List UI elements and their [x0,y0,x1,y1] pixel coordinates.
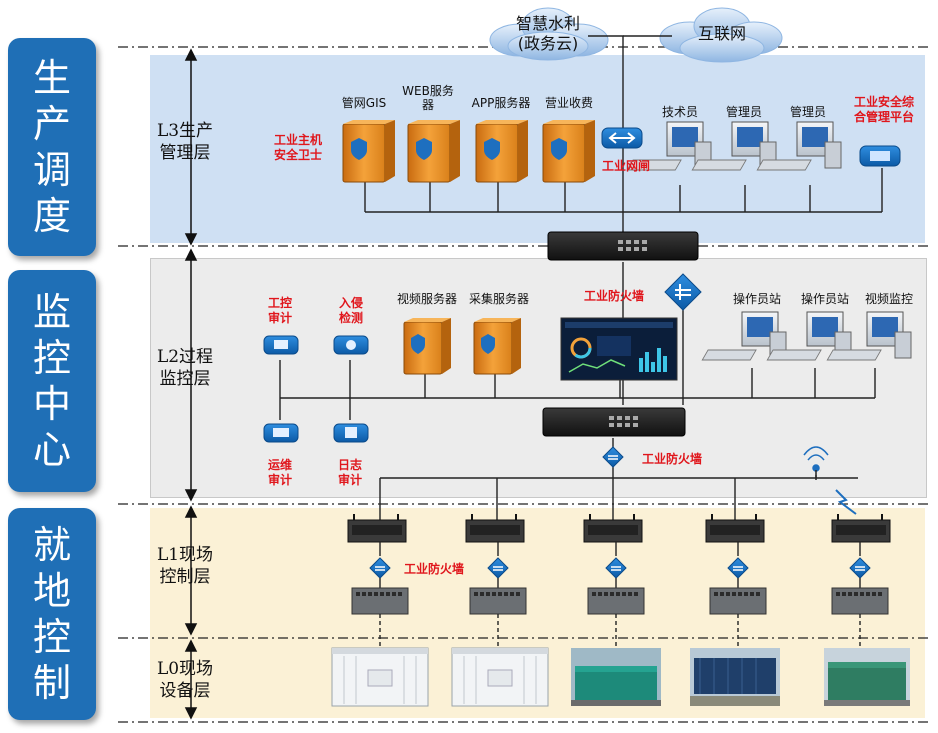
equipment-treatment-tank-2 [690,648,780,706]
cloud-internet [659,7,783,63]
workstation-label-tech: 技术员 [661,105,698,119]
server-label-app: APP服务器 [471,96,531,110]
access-switch-icon [542,407,686,437]
log-audit-label: 日志 审计 [337,458,362,487]
layer-label-l1: L1现场 控制层 [156,545,214,587]
gateway-icon [601,127,643,149]
cloud-internet-label: 互联网 [697,24,746,43]
gateway-label: 工业网闸 [601,159,650,173]
ops-audit-device-icon [263,423,299,443]
audit-device-icon [263,335,299,355]
security-platform-label: 工业安全综 合管理平台 [853,95,914,124]
intrusion-label: 入侵 检测 [338,296,363,325]
collect-server-label: 采集服务器 [468,292,529,306]
host-guard-label: 工业主机 安全卫士 [273,133,322,162]
l0-equipment [331,647,910,707]
log-audit-device-icon [333,423,369,443]
equipment-treatment-tank-3 [824,648,910,706]
station-label-1: 操作员站 [732,292,781,306]
l1-columns [347,514,891,650]
l3-workstations [626,121,901,171]
layer-label-l2: L2过程 监控层 [156,347,214,389]
station-label-2: 操作员站 [800,292,849,306]
l1-firewall-label: 工业防火墙 [403,562,464,576]
l3-servers [342,120,595,183]
station-label-video: 视频监控 [864,292,913,306]
side-block-label: 就地控制 [32,523,71,705]
equipment-container-2 [451,647,549,707]
layer-label-l3: L3生产 管理层 [156,121,214,163]
server-label-web: WEB服务 器 [402,84,454,112]
server-label-gis: 管网GIS [341,96,387,110]
layer-label-l0: L0现场 设备层 [156,659,214,701]
video-server-label: 视频服务器 [396,292,457,306]
firewall-bottom-icon [602,446,624,468]
wireless-link-icon [835,489,857,515]
intrusion-device-icon [333,335,369,355]
workstation-label-admin-1: 管理员 [725,105,762,119]
cloud-smart-water-label: 智慧水利 (政务云) [515,14,580,53]
side-block-label: 监控中心 [32,290,71,472]
workstation-label-admin-2: 管理员 [789,105,826,119]
core-switch-icon [547,231,699,261]
firewall-top-icon [664,273,702,311]
firewall-top-label: 工业防火墙 [583,289,644,303]
side-block-production-dispatch: 生产调度 [8,38,96,256]
equipment-container-1 [331,647,429,707]
audit-label: 工控 审计 [267,296,292,325]
dashboard-screen [560,317,678,381]
security-platform-icon [859,145,901,167]
server-label-billing: 营业收费 [544,96,593,110]
cloud-smart-water [489,7,609,61]
side-block-monitor-center: 监控中心 [8,270,96,492]
side-block-label: 生产调度 [32,56,71,238]
wireless-antenna-icon [803,446,829,480]
equipment-treatment-tank-1 [571,648,661,706]
ops-audit-label: 运维 审计 [267,458,292,487]
side-block-local-control: 就地控制 [8,508,96,720]
firewall-bottom-label: 工业防火墙 [641,452,702,466]
